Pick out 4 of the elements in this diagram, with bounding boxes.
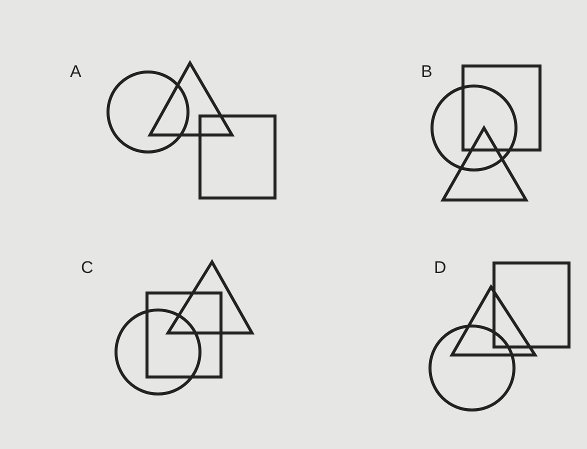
panel-letter: A <box>70 62 82 82</box>
panel-letter: D <box>434 258 446 278</box>
panel-letter: B <box>421 62 432 82</box>
panel-letter: C <box>81 258 94 278</box>
